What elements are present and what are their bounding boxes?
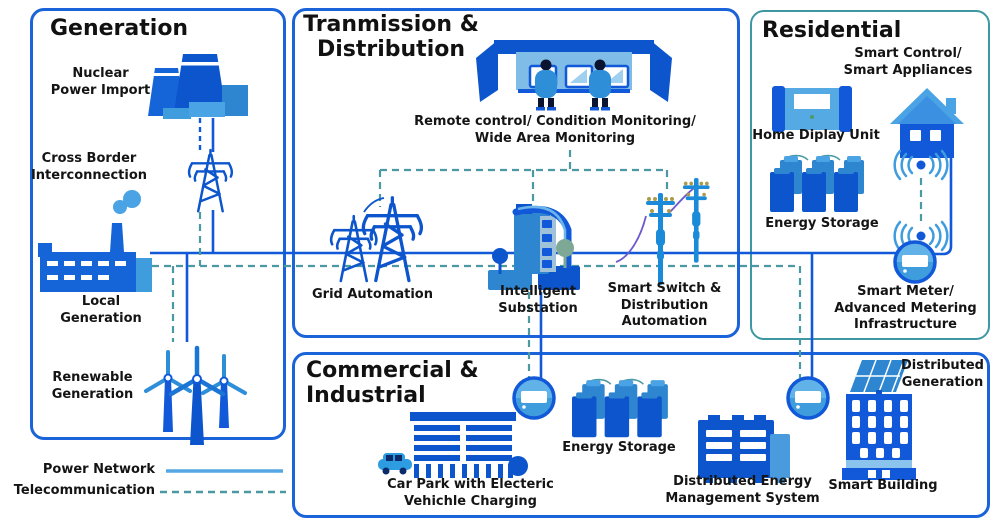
control-room-icon <box>476 40 672 111</box>
commercial-smart-meter-icon-1 <box>512 376 556 420</box>
renewable-generation-label: Renewable Generation <box>51 370 134 402</box>
local-generation-label: Local Generation <box>60 294 142 326</box>
wind-turbines-icon <box>144 345 247 445</box>
smart-switch-poles-icon <box>615 178 710 285</box>
telecom-lines <box>152 150 923 378</box>
home-display-unit-label: Home Diplay Unit <box>752 128 880 143</box>
legend-line-samples <box>160 469 286 494</box>
car-park-label: Car Park with Electeric Vehichle Chargin… <box>387 477 554 509</box>
smart-building-icon <box>842 359 916 480</box>
car-park-icon <box>378 412 528 478</box>
residential-title: Residential <box>762 18 902 43</box>
transmission-section-box <box>292 8 740 338</box>
generation-title: Generation <box>50 16 189 41</box>
dems-label: Distributed Energy Management System <box>665 474 820 506</box>
smart-control-appliances-label: Smart Control/ Smart Appliances <box>843 46 973 78</box>
cross-border-pylon-icon <box>187 148 234 213</box>
remote-control-label: Remote control/ Condition Monitoring/ Wi… <box>414 114 696 146</box>
grid-automation-label: Grid Automation <box>311 287 433 302</box>
commercial-energy-storage-label: Energy Storage <box>562 440 676 455</box>
house-icon <box>890 88 964 158</box>
power-network-legend-label: Power Network <box>42 462 155 477</box>
commercial-battery-storage-icon <box>571 378 669 438</box>
distributed-generation-label: Distributed Generation <box>901 358 984 390</box>
residential-energy-storage-label: Energy Storage <box>765 216 879 231</box>
residential-smart-meter-icon <box>893 240 937 284</box>
nuclear-power-import-label: Nuclear Power Import <box>50 66 151 98</box>
smart-building-label: Smart Building <box>828 478 938 493</box>
residential-section-box <box>750 10 990 340</box>
factory-icon <box>38 190 152 292</box>
telecommunication-legend-label: Telecommunication <box>13 483 155 498</box>
home-display-unit-icon <box>772 86 852 132</box>
dems-server-cabinet-icon <box>698 415 790 483</box>
grid-automation-towers-icon <box>329 196 424 283</box>
intelligent-substation-label: Intelligent Substation <box>498 284 578 316</box>
cooling-towers-icon <box>148 54 248 119</box>
solar-panel-icon <box>850 359 908 396</box>
substation-icon <box>488 204 580 290</box>
ev-car-icon <box>378 453 412 475</box>
smart-switch-label: Smart Switch & Distribution Automation <box>607 281 722 330</box>
cross-border-interconnection-label: Cross Border Interconnection <box>30 151 148 183</box>
generation-section-box <box>30 8 286 440</box>
operator-figures <box>535 59 611 111</box>
residential-battery-storage-icon <box>769 154 865 213</box>
smart-meter-ami-label: Smart Meter/ Advanced Metering Infrastru… <box>834 284 977 333</box>
commercial-section-box <box>292 352 990 518</box>
transmission-title: Tranmission & Distribution <box>303 12 479 63</box>
commercial-title: Commercial & Industrial <box>306 358 479 409</box>
commercial-smart-meter-icon-2 <box>786 376 830 420</box>
